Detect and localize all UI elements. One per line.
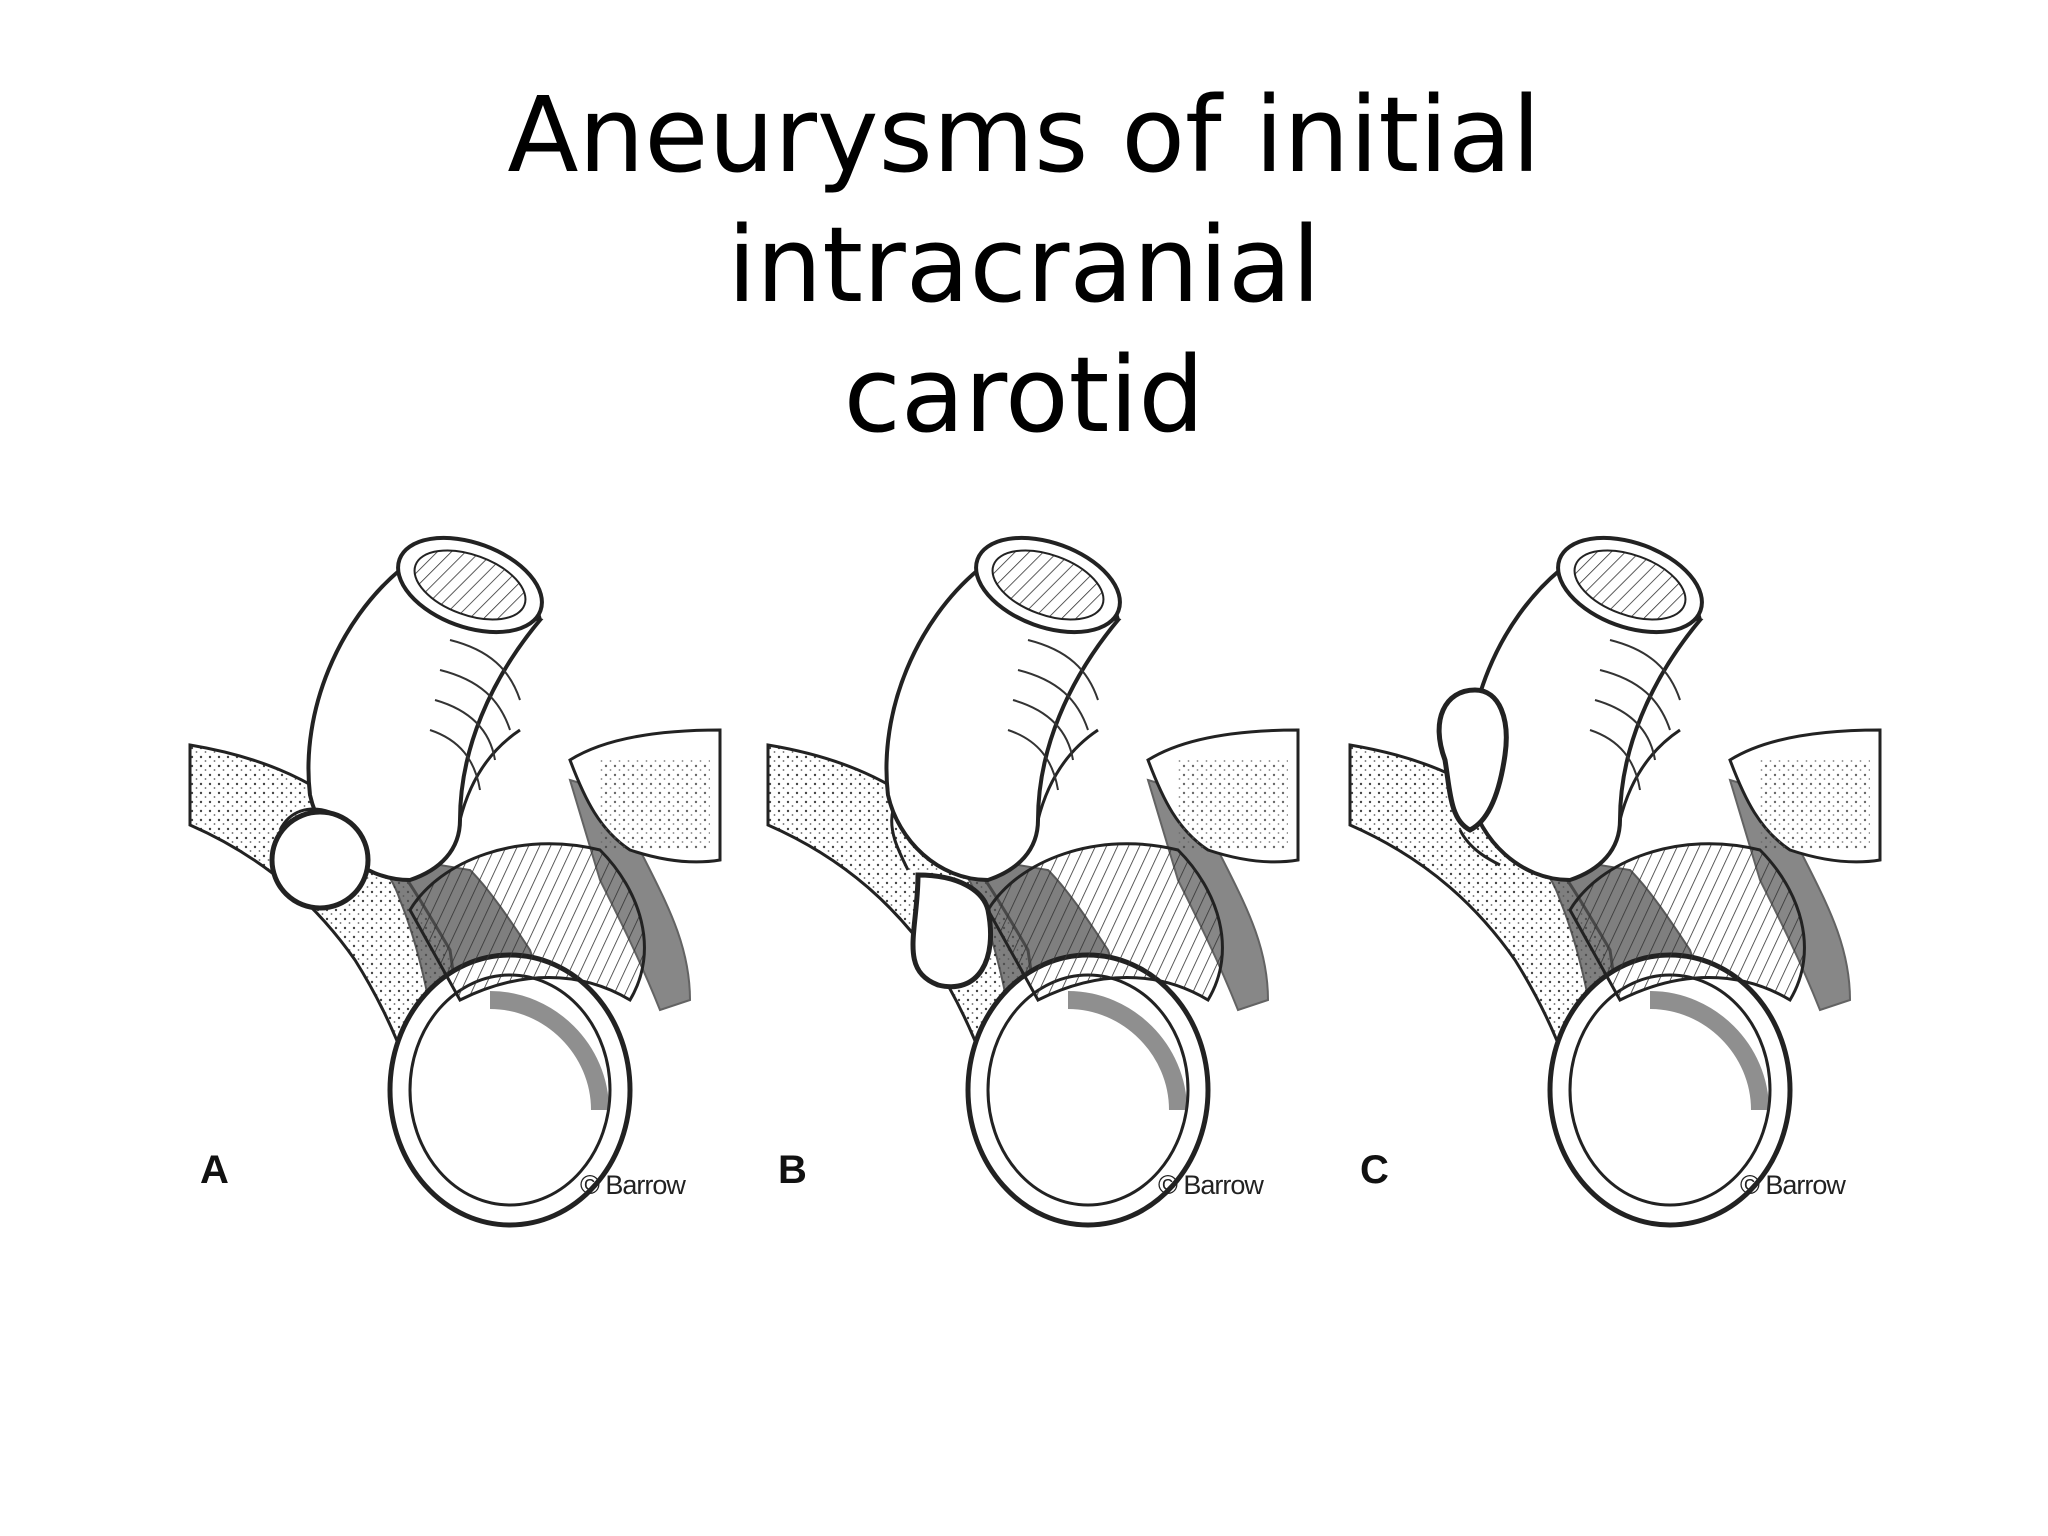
panel-c: C © Barrow (1348, 530, 1910, 1230)
panel-b: B © Barrow (766, 530, 1328, 1230)
panel-c-drawing (1348, 535, 1882, 1228)
panel-b-label: B (778, 1148, 807, 1192)
panel-c-label: C (1360, 1148, 1389, 1192)
panel-c-copyright: © Barrow (1740, 1170, 1846, 1200)
slide-title: Aneurysms of initial intracranial caroti… (200, 70, 1848, 460)
title-line-1: Aneurysms of initial intracranial (507, 74, 1541, 326)
panel-b-copyright: © Barrow (1158, 1170, 1264, 1200)
carotid-aneurysm-illustration: A © Barrow (188, 530, 1910, 1230)
panel-a: A © Barrow (188, 530, 750, 1230)
panel-a-copyright: © Barrow (580, 1170, 686, 1200)
panel-a-drawing (188, 535, 722, 1228)
panel-a-label: A (200, 1148, 229, 1192)
title-line-2: carotid (843, 334, 1205, 456)
panel-b-drawing (766, 535, 1300, 1228)
